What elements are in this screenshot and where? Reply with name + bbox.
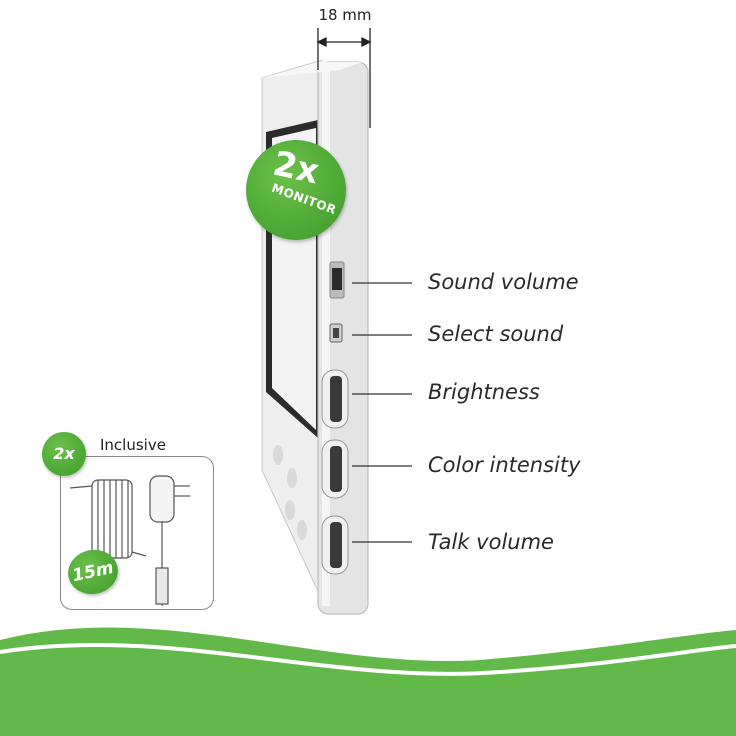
select-sound-button <box>329 323 343 343</box>
callout-color-intensity: Color intensity <box>428 453 581 477</box>
cable-coil-icon <box>69 479 147 559</box>
callout-brightness: Brightness <box>428 380 540 404</box>
inclusive-count-badge: 2x <box>42 432 86 476</box>
callout-talk-volume: Talk volume <box>428 530 554 554</box>
monitor-count-badge: 2x MONITOR <box>246 140 346 240</box>
sound-volume-switch <box>329 261 345 299</box>
talk-volume-wheel <box>321 515 349 575</box>
accessories-illustration <box>69 475 190 606</box>
inclusive-label: Inclusive <box>100 436 166 454</box>
callout-sound-volume: Sound volume <box>428 270 579 294</box>
green-wave-footer <box>0 627 736 736</box>
callout-select-sound: Select sound <box>428 322 564 346</box>
depth-dimension-label: 18 mm <box>318 6 372 24</box>
power-adapter-icon <box>149 475 190 606</box>
color-intensity-wheel <box>321 439 349 499</box>
depth-dimension-marker <box>316 28 372 128</box>
callout-lines <box>352 282 412 543</box>
brightness-wheel <box>321 369 349 429</box>
